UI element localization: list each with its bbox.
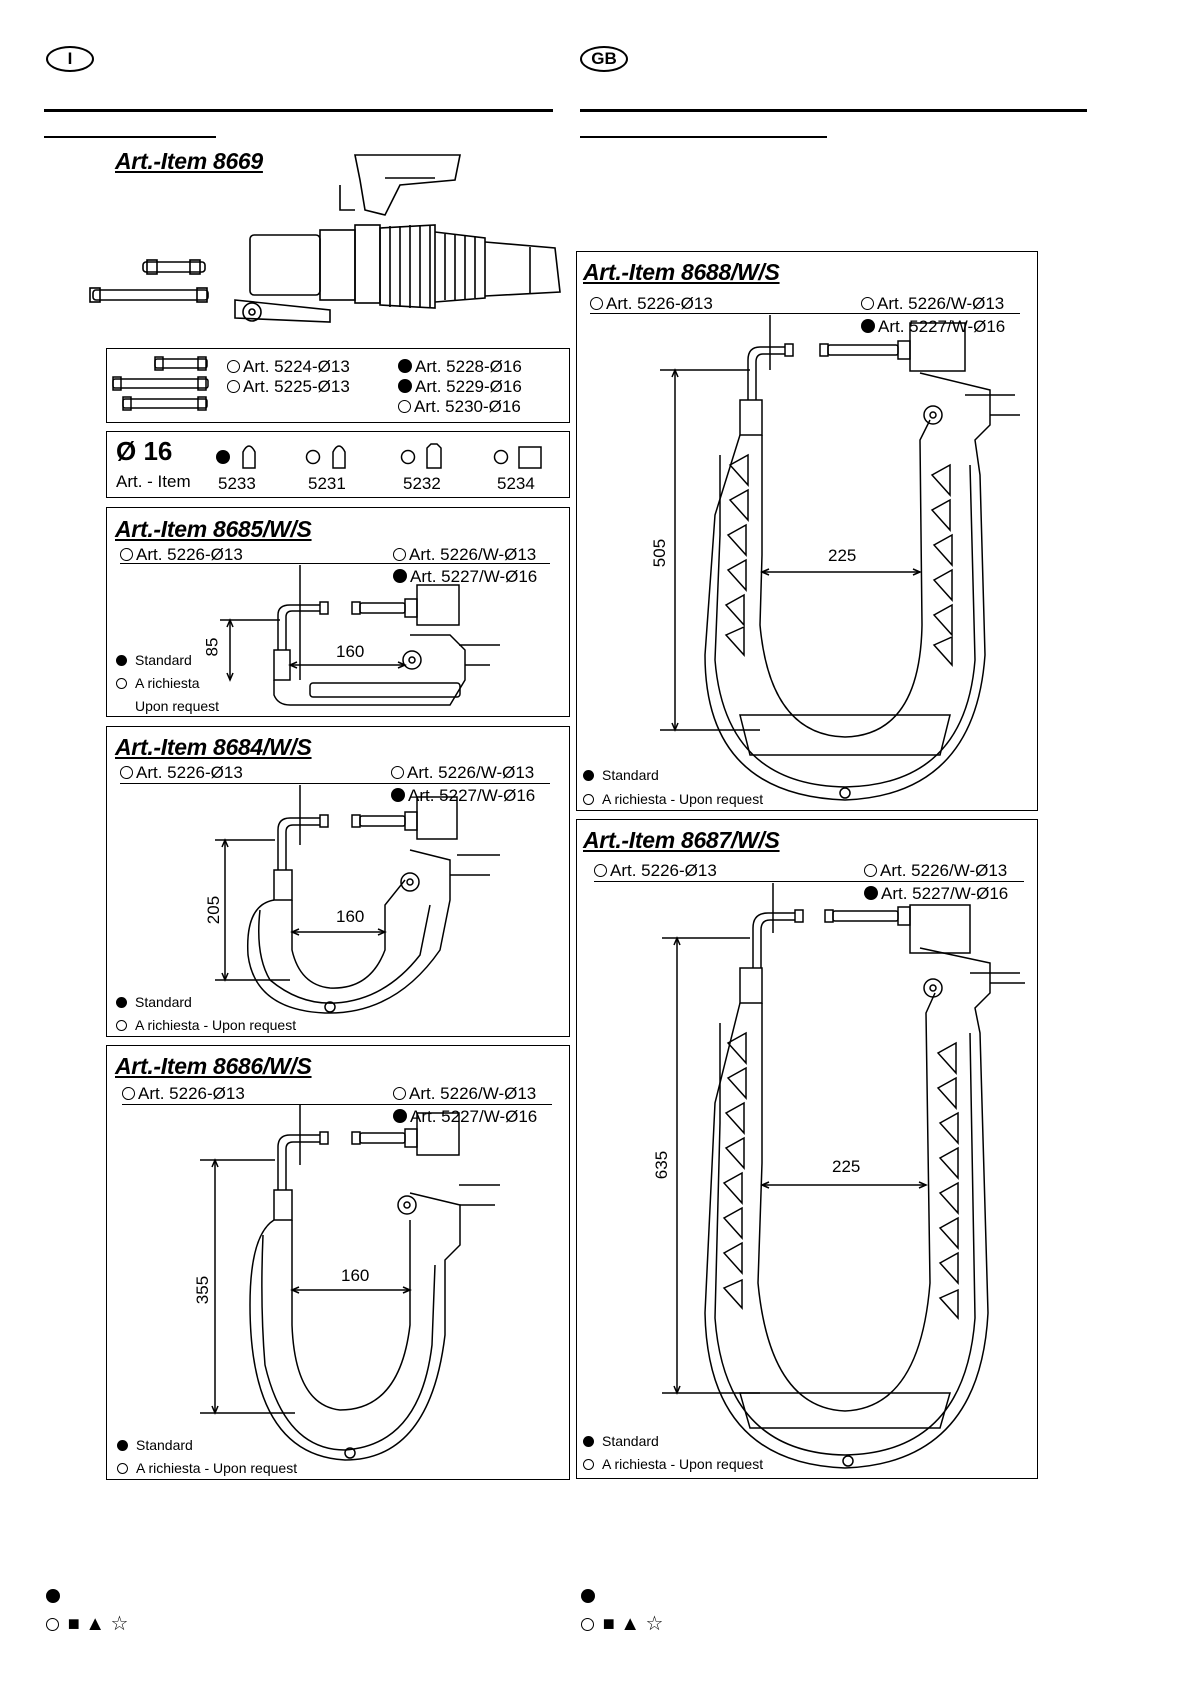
electrode-5225: Art. 5225-Ø13 (227, 377, 350, 397)
electrode-icons (112, 356, 209, 411)
arm-8685-art-right-1: Art. 5226/W-Ø13 (393, 545, 536, 565)
language-badge-english: GB (580, 46, 628, 72)
arm-8685-dim-width: 160 (336, 642, 365, 661)
arm-8688-standard: Standard (583, 767, 659, 783)
arm-8686-dim-height: 355 (193, 1275, 213, 1305)
arm-8687-art-right-1: Art. 5226/W-Ø13 (864, 861, 1007, 881)
arm-8687-title: Art.-Item 8687/W/S (583, 827, 780, 853)
arm-8684-art-left: Art. 5226-Ø13 (120, 763, 243, 783)
arm-8686-dim-width: 160 (341, 1266, 370, 1285)
tip-code-5234: 5234 (497, 474, 535, 493)
legend-right: ■ ▲ ☆ (581, 1582, 663, 1638)
electrode-5230: Art. 5230-Ø16 (398, 397, 521, 417)
arm-8687-dim-width: 225 (832, 1157, 861, 1176)
electrode-5228: Art. 5228-Ø16 (398, 357, 522, 377)
arm-8688-drawing (660, 315, 1020, 801)
arm-8684-divider (120, 783, 550, 784)
arm-8684-art-right-1: Art. 5226/W-Ø13 (391, 763, 534, 783)
tips-box (106, 431, 570, 498)
arm-8687-art-right-2: Art. 5227/W-Ø16 (864, 884, 1008, 904)
arm-8685-box (106, 507, 570, 717)
arm-8688-title: Art.-Item 8688/W/S (583, 259, 780, 285)
arm-8684-drawing (215, 785, 500, 1014)
language-badge-italian: I (46, 46, 94, 72)
arm-8687-art-left: Art. 5226-Ø13 (594, 861, 717, 881)
arm-8687-box (576, 819, 1038, 1479)
arm-8684-request: A richiesta - Upon request (116, 1017, 296, 1033)
arm-8686-standard: Standard (117, 1437, 193, 1453)
rule-right-short (580, 136, 827, 138)
arm-8686-request: A richiesta - Upon request (117, 1460, 297, 1476)
arm-8686-divider (122, 1104, 552, 1105)
electrode-5224: Art. 5224-Ø13 (227, 357, 350, 377)
arm-8687-dim-height: 635 (652, 1150, 672, 1180)
arm-8686-drawing (200, 1105, 500, 1461)
arm-8685-dim-height: 85 (202, 637, 222, 657)
legend-left: ■ ▲ ☆ (46, 1582, 128, 1638)
arm-8685-art-left: Art. 5226-Ø13 (120, 545, 243, 565)
arm-8688-divider (590, 313, 1020, 314)
electrode-5229: Art. 5229-Ø16 (398, 377, 522, 397)
arm-8686-box (106, 1045, 570, 1480)
arm-8684-box (106, 726, 570, 1037)
arm-8687-standard: Standard (583, 1433, 659, 1449)
arm-8687-divider (594, 881, 1024, 882)
tip-shapes (216, 443, 542, 469)
arm-8685-art-right-2: Art. 5227/W-Ø16 (393, 567, 537, 587)
arm-8688-art-right-1: Art. 5226/W-Ø13 (861, 294, 1004, 314)
arm-8686-title: Art.-Item 8686/W/S (115, 1053, 312, 1079)
tip-code-5233: 5233 (218, 474, 256, 493)
arm-8686-art-right-1: Art. 5226/W-Ø13 (393, 1084, 536, 1104)
rule-left-short (44, 136, 216, 138)
arm-8685-title: Art.-Item 8685/W/S (115, 516, 312, 542)
spot-gun-drawing (89, 154, 561, 323)
arm-8687-request: A richiesta - Upon request (583, 1456, 763, 1472)
tip-code-5232: 5232 (403, 474, 441, 493)
arm-8688-request: A richiesta - Upon request (583, 791, 763, 807)
arm-8688-art-left: Art. 5226-Ø13 (590, 294, 713, 314)
legend-right-symbols: ■ ▲ ☆ (602, 1613, 664, 1635)
arm-8685-request: A richiesta (116, 675, 200, 691)
arm-8684-title: Art.-Item 8684/W/S (115, 734, 312, 760)
tip-code-5231: 5231 (308, 474, 346, 493)
arm-8688-box (576, 251, 1038, 811)
arm-8685-upon-request: Upon request (135, 698, 220, 714)
arm-8686-art-left: Art. 5226-Ø13 (122, 1084, 245, 1104)
arm-8688-dim-width: 225 (828, 546, 857, 565)
electrode-selection-box (106, 348, 570, 423)
item-8669-title: Art.-Item 8669 (115, 148, 263, 174)
arm-8684-dim-height: 205 (204, 895, 224, 925)
arm-8684-art-right-2: Art. 5227/W-Ø16 (391, 786, 535, 806)
tips-diameter: Ø 16 (116, 436, 173, 466)
rule-left (44, 109, 553, 112)
arm-8688-dim-height: 505 (650, 538, 670, 568)
arm-8685-standard: Standard (116, 652, 192, 668)
arm-8685-drawing (220, 565, 500, 706)
tips-label: Art. - Item (116, 472, 191, 491)
legend-left-symbols: ■ ▲ ☆ (67, 1613, 129, 1635)
arm-8684-standard: Standard (116, 994, 192, 1010)
rule-right (580, 109, 1087, 112)
arm-8687-drawing (662, 883, 1025, 1469)
arm-8686-art-right-2: Art. 5227/W-Ø16 (393, 1107, 537, 1127)
arm-8685-divider (120, 563, 550, 564)
arm-8684-dim-width: 160 (336, 907, 365, 926)
